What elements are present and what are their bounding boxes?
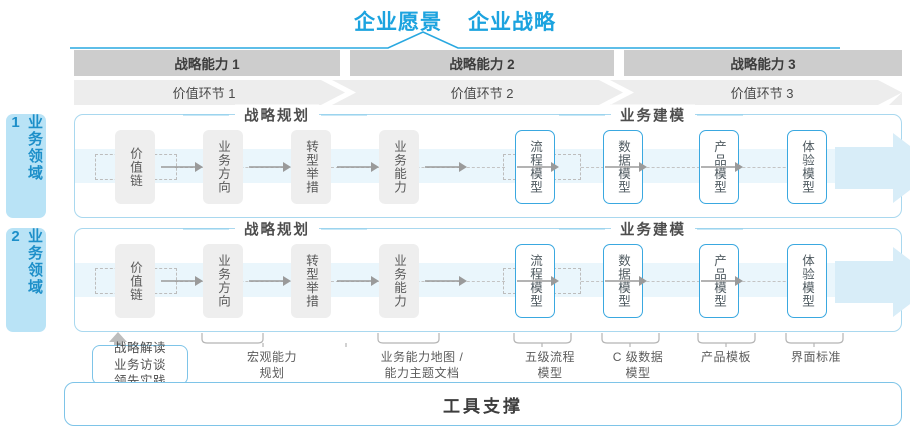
row-1-node-business-capability[interactable]: 业务能力 bbox=[379, 130, 419, 204]
value-chain-chevrons bbox=[321, 80, 902, 105]
row-1-node-label-2: 业务方向 bbox=[216, 140, 230, 194]
value-cell-2[interactable]: 价值环节 2 bbox=[354, 80, 610, 105]
row-2-group-1-line-right bbox=[321, 228, 367, 230]
tool-support-label: 工具支撑 bbox=[443, 396, 523, 416]
row-2-group-2-line-right bbox=[697, 228, 743, 230]
row-2-node-experience-model[interactable]: 体验模型 bbox=[787, 244, 827, 318]
row-1-group-1-line-left bbox=[183, 114, 229, 116]
deliverable-braces bbox=[201, 333, 844, 347]
row-2-arrows bbox=[161, 276, 743, 286]
row-2-group-1-line-left bbox=[183, 228, 229, 230]
capability-cell-1[interactable]: 战略能力 1 bbox=[74, 50, 340, 76]
deliverable-4-line-1: C 级数据 bbox=[612, 350, 664, 364]
deliverable-2-line-1: 业务能力地图 / bbox=[380, 350, 464, 364]
row-1-arrows bbox=[161, 162, 743, 172]
value-chain-bar: 价值环节 1 价值环节 2 价值环节 3 bbox=[74, 80, 902, 105]
value-label-3: 价值环节 3 bbox=[730, 86, 794, 101]
value-cell-1[interactable]: 价值环节 1 bbox=[74, 80, 334, 105]
deliverable-1-line-1: 宏观能力 bbox=[246, 350, 297, 364]
row-2-node-transformation[interactable]: 转型举措 bbox=[291, 244, 331, 318]
capability-bar: 战略能力 1 战略能力 2 战略能力 3 bbox=[74, 50, 902, 76]
domain-row-1: 战略规划 业务建模 价值链 业务方向 转型举措 业务能力 流程模型 数据模型 产… bbox=[74, 104, 910, 218]
row-1-group-2-line-right bbox=[697, 114, 743, 116]
row-2-node-label-8: 体验模型 bbox=[800, 254, 814, 308]
row-2-node-label-1: 价值链 bbox=[128, 260, 142, 302]
row-1-node-label-8: 体验模型 bbox=[800, 140, 814, 194]
value-label-2: 价值环节 2 bbox=[450, 86, 514, 101]
row-2-group-1-label: 战略规划 bbox=[235, 218, 319, 240]
deliverable-label-data-model: C 级数据 模型 bbox=[588, 349, 688, 381]
row-2-flow-arrow-icon bbox=[835, 247, 910, 317]
row-1-node-label-1: 价值链 bbox=[128, 146, 142, 188]
row-2-group-2-label: 业务建模 bbox=[611, 218, 695, 240]
capability-label-2: 战略能力 2 bbox=[449, 57, 515, 72]
deliverable-label-ui-standard: 界面标准 bbox=[766, 349, 866, 365]
sidebar-item-label-1: 业务领域 1 bbox=[7, 114, 43, 182]
row-2-node-value-chain[interactable]: 价值链 bbox=[115, 244, 155, 318]
tool-support-section: 工具支撑 bbox=[64, 382, 902, 426]
deliverable-label-process-model: 五级流程 模型 bbox=[500, 349, 600, 381]
row-1-group-2-line-left bbox=[559, 114, 605, 116]
row-1-flow-arrow-icon bbox=[835, 133, 910, 203]
row-1-group-1-line-right bbox=[321, 114, 367, 116]
row-1-node-transformation[interactable]: 转型举措 bbox=[291, 130, 331, 204]
deliverable-label-product-template: 产品模板 bbox=[676, 349, 776, 365]
source-line-2: 业务访谈 bbox=[113, 357, 166, 372]
row-1-group-1-label: 战略规划 bbox=[235, 104, 319, 126]
title-connector-line bbox=[70, 31, 840, 49]
deliverable-3-line-2: 模型 bbox=[537, 366, 563, 381]
row-1-node-label-3: 转型举措 bbox=[304, 140, 318, 194]
deliverable-2-line-2: 能力主题文档 bbox=[384, 366, 460, 381]
value-chain-background bbox=[74, 80, 902, 105]
deliverable-3-line-1: 五级流程 bbox=[524, 350, 575, 364]
row-2-node-label-3: 转型举措 bbox=[304, 254, 318, 308]
deliverable-6-line-1: 界面标准 bbox=[790, 350, 841, 364]
deliverable-4-line-2: 模型 bbox=[625, 366, 651, 381]
sidebar-item-domain-1[interactable]: 业务领域 1 bbox=[6, 114, 46, 218]
deliverable-5-line-1: 产品模板 bbox=[700, 350, 751, 364]
row-1-group-2-label: 业务建模 bbox=[611, 104, 695, 126]
row-1-node-experience-model[interactable]: 体验模型 bbox=[787, 130, 827, 204]
row-2-node-business-capability[interactable]: 业务能力 bbox=[379, 244, 419, 318]
row-2-node-label-2: 业务方向 bbox=[216, 254, 230, 308]
domain-row-2: 战略规划 业务建模 价值链 业务方向 转型举措 业务能力 流程模型 数据模型 产… bbox=[74, 218, 910, 332]
row-1-node-label-4: 业务能力 bbox=[392, 140, 406, 194]
value-label-1: 价值环节 1 bbox=[172, 86, 236, 101]
row-2-node-label-4: 业务能力 bbox=[392, 254, 406, 308]
page-title-strategy: 企业战略 bbox=[468, 11, 556, 34]
sidebar-item-label-2: 业务领域 2 bbox=[7, 228, 43, 296]
deliverable-label-macro-capability: 宏观能力 规划 bbox=[212, 349, 332, 381]
row-2-node-business-direction[interactable]: 业务方向 bbox=[203, 244, 243, 318]
row-2-group-2-line-left bbox=[559, 228, 605, 230]
deliverable-1-line-2: 规划 bbox=[259, 366, 285, 381]
row-1-node-value-chain[interactable]: 价值链 bbox=[115, 130, 155, 204]
deliverable-label-capability-map: 业务能力地图 / 能力主题文档 bbox=[352, 349, 492, 381]
capability-label-1: 战略能力 1 bbox=[174, 57, 240, 72]
deliverable-source-box[interactable]: 战略解读 业务访谈 领先实践 bbox=[92, 341, 188, 388]
capability-cell-2[interactable]: 战略能力 2 bbox=[350, 50, 614, 76]
title-group: 企业愿景 企业战略 bbox=[0, 6, 910, 36]
source-line-1: 战略解读 bbox=[113, 340, 166, 355]
source-up-arrow-icon bbox=[109, 332, 127, 348]
capability-label-3: 战略能力 3 bbox=[730, 57, 796, 72]
sidebar-item-domain-2[interactable]: 业务领域 2 bbox=[6, 228, 46, 332]
value-cell-3[interactable]: 价值环节 3 bbox=[632, 80, 892, 105]
capability-cell-3[interactable]: 战略能力 3 bbox=[624, 50, 902, 76]
page-title-vision: 企业愿景 bbox=[354, 11, 442, 34]
row-1-node-business-direction[interactable]: 业务方向 bbox=[203, 130, 243, 204]
